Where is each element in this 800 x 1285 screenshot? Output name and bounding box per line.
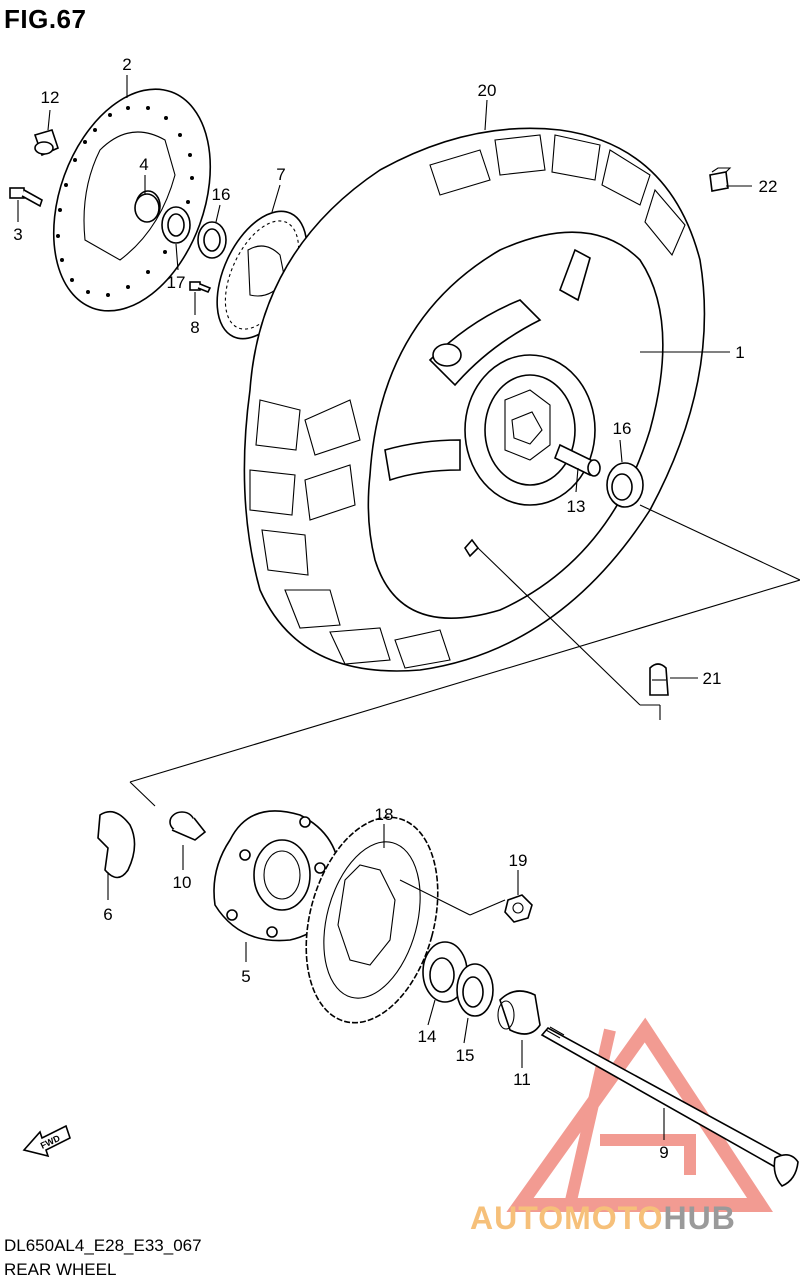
callout-18: 18	[375, 805, 394, 824]
callout-12: 12	[41, 88, 60, 107]
part-17-oil-seal	[161, 206, 191, 244]
leader-lines	[17, 75, 800, 1140]
watermark-logo	[506, 1017, 773, 1212]
brake-disc	[52, 88, 212, 312]
callout-1: 1	[735, 343, 744, 362]
callout-2: 2	[122, 55, 131, 74]
callout-10: 10	[173, 873, 192, 892]
callout-17: 17	[167, 273, 186, 292]
callout-numbers: 2 12 3 4 16 17 7 8 20 1 16 13 22 21 6 10…	[13, 55, 777, 1162]
callout-5: 5	[241, 967, 250, 986]
figure-model-code: DL650AL4_E28_E33_067	[4, 1236, 202, 1255]
part-12-cap-nut	[33, 129, 59, 157]
wheel-spokes	[384, 248, 591, 482]
part-8-screw	[189, 281, 212, 294]
callout-14: 14	[418, 1027, 437, 1046]
callout-4: 4	[139, 155, 148, 174]
wheel-hub	[464, 354, 596, 506]
callout-21: 21	[703, 669, 722, 688]
figure-title: FIG.67	[4, 4, 87, 34]
part-10-collar	[169, 811, 207, 841]
callout-7: 7	[276, 165, 285, 184]
callout-8: 8	[190, 318, 199, 337]
callout-22: 22	[759, 177, 778, 196]
part-13-spacer	[553, 443, 601, 477]
callout-9: 9	[659, 1143, 668, 1162]
part-4-collar	[134, 193, 160, 223]
part-5-sprocket-mount	[213, 810, 341, 942]
part-11-spacer	[497, 990, 541, 1035]
callout-3: 3	[13, 225, 22, 244]
part-15-oil-seal	[456, 963, 494, 1017]
part-16-bearing-right	[606, 462, 644, 508]
part-14-bearing	[422, 941, 468, 1003]
fwd-arrow-icon: FWD	[22, 1124, 71, 1158]
part-3-bolt	[9, 187, 43, 208]
watermark-brand-text: AUTOMOTOHUB	[470, 1200, 736, 1237]
watermark-brand-part2: HUB	[663, 1200, 736, 1236]
callout-11: 11	[513, 1070, 531, 1089]
part-22-balance-weight	[709, 167, 732, 192]
callout-19: 19	[509, 851, 528, 870]
callout-15: 15	[456, 1046, 475, 1065]
part-6-cushion	[97, 810, 136, 879]
callout-16-top: 16	[212, 185, 231, 204]
part-21-valve	[649, 663, 669, 696]
tire-tread-blocks	[249, 134, 686, 669]
part-9-axle	[540, 1026, 799, 1187]
brake-disc-holes	[56, 106, 194, 297]
watermark-brand-part1: AUTOMOTO	[470, 1200, 664, 1236]
part-18-rear-sprocket	[305, 816, 439, 1024]
callout-13: 13	[567, 497, 586, 516]
figure-name: REAR WHEEL	[4, 1260, 117, 1279]
part-16-bearing-left	[197, 221, 227, 259]
callout-20: 20	[478, 81, 497, 100]
callout-6: 6	[103, 905, 112, 924]
callout-16-right: 16	[613, 419, 632, 438]
part-19-nut	[504, 894, 533, 923]
